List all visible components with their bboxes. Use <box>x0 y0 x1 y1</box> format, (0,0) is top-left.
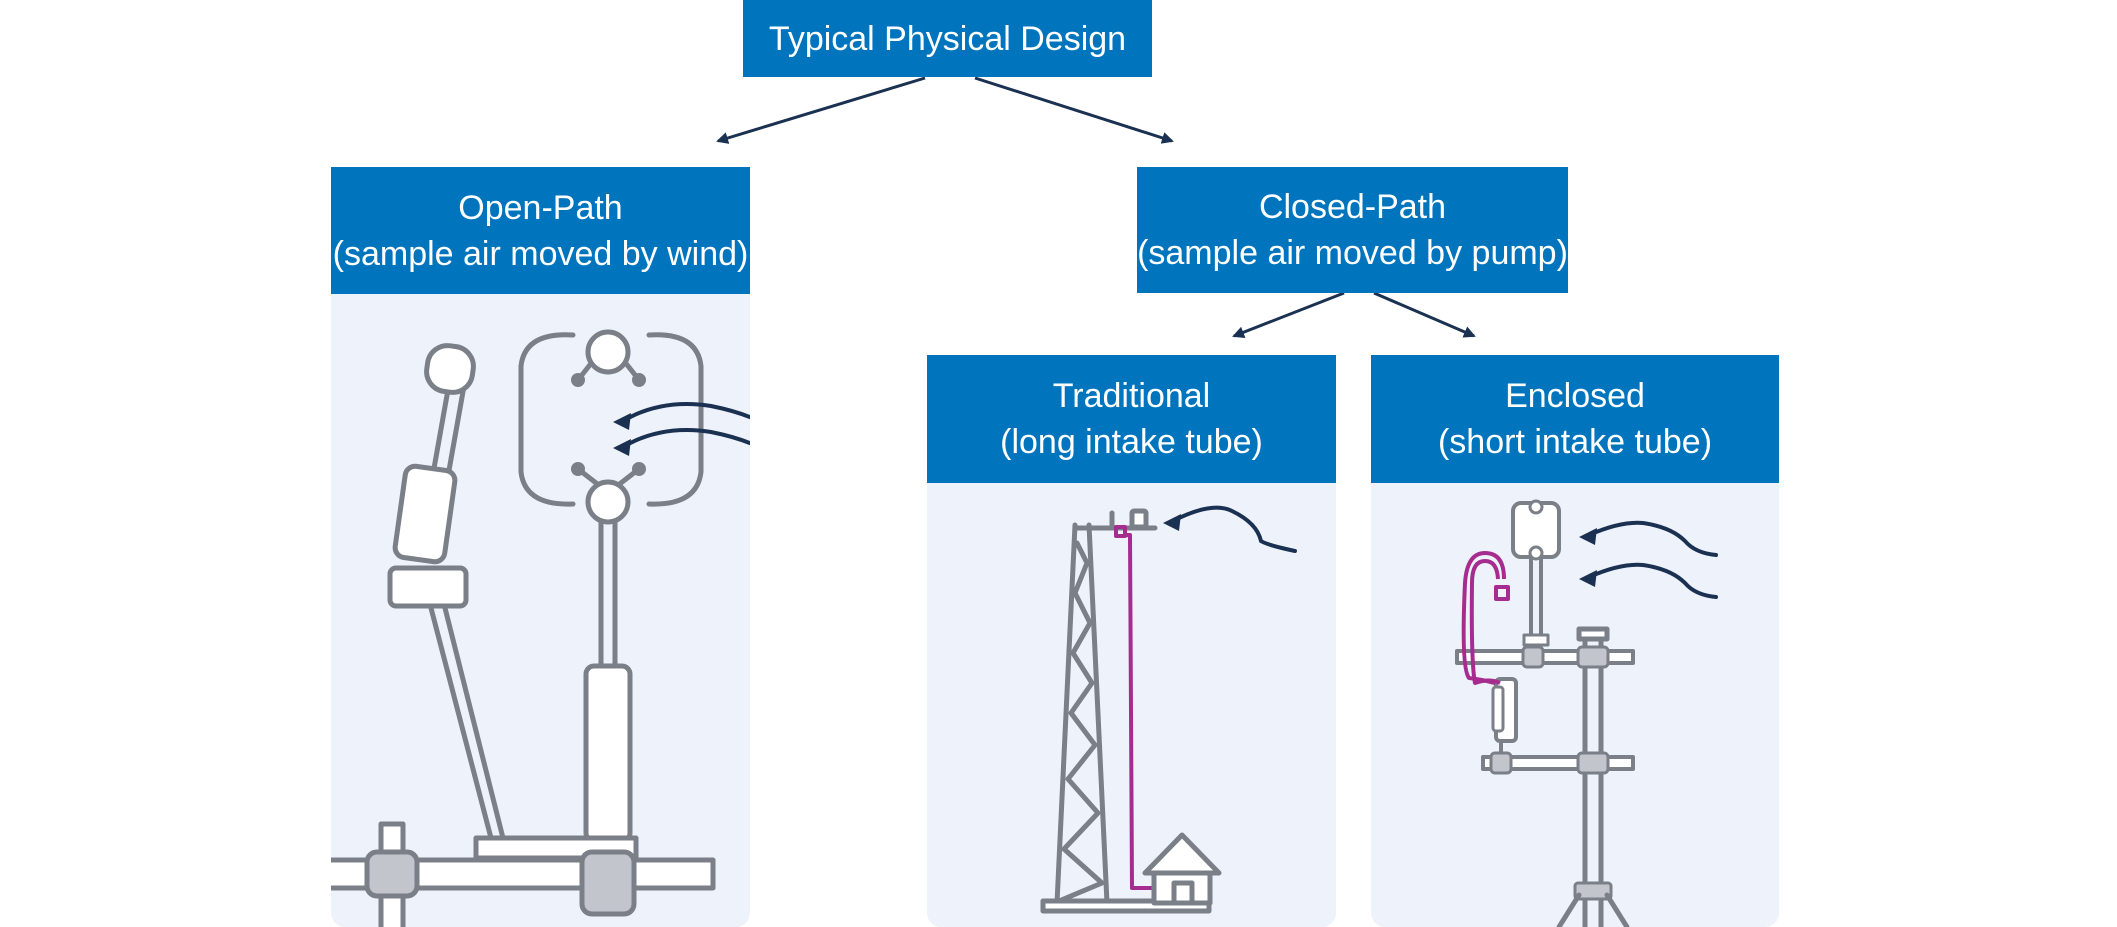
arrow-to-closed-path <box>974 76 1174 144</box>
closed-path-title: Closed-Path <box>1258 188 1447 226</box>
arrow-to-open-path <box>716 76 926 144</box>
enclosed-panel <box>1371 483 1779 927</box>
open-path-instrument-illustration <box>331 329 750 927</box>
traditional-subtitle: (long intake tube) <box>1000 423 1263 461</box>
arrow-to-traditional <box>1232 291 1345 338</box>
open-path-subtitle: (sample air moved by wind) <box>332 234 749 273</box>
traditional-box: Traditional (long intake tube) <box>927 355 1336 483</box>
root-label: Typical Physical Design <box>768 19 1127 58</box>
enclosed-station-illustration <box>1455 499 1718 927</box>
open-path-panel <box>331 294 750 927</box>
open-path-title: Open-Path <box>458 188 623 227</box>
enclosed-box: Enclosed (short intake tube) <box>1371 355 1779 483</box>
enclosed-title: Enclosed <box>1505 377 1645 415</box>
enclosed-subtitle: (short intake tube) <box>1437 423 1713 461</box>
open-path-box: Open-Path (sample air moved by wind) <box>331 167 750 294</box>
traditional-tower-illustration <box>1040 505 1297 914</box>
root-box: Typical Physical Design <box>743 0 1152 77</box>
traditional-panel <box>927 483 1336 927</box>
closed-path-subtitle: (sample air moved by pump) <box>1137 234 1568 272</box>
arrow-to-enclosed <box>1373 291 1476 338</box>
traditional-title: Traditional <box>1052 377 1211 415</box>
closed-path-box: Closed-Path (sample air moved by pump) <box>1137 167 1568 293</box>
